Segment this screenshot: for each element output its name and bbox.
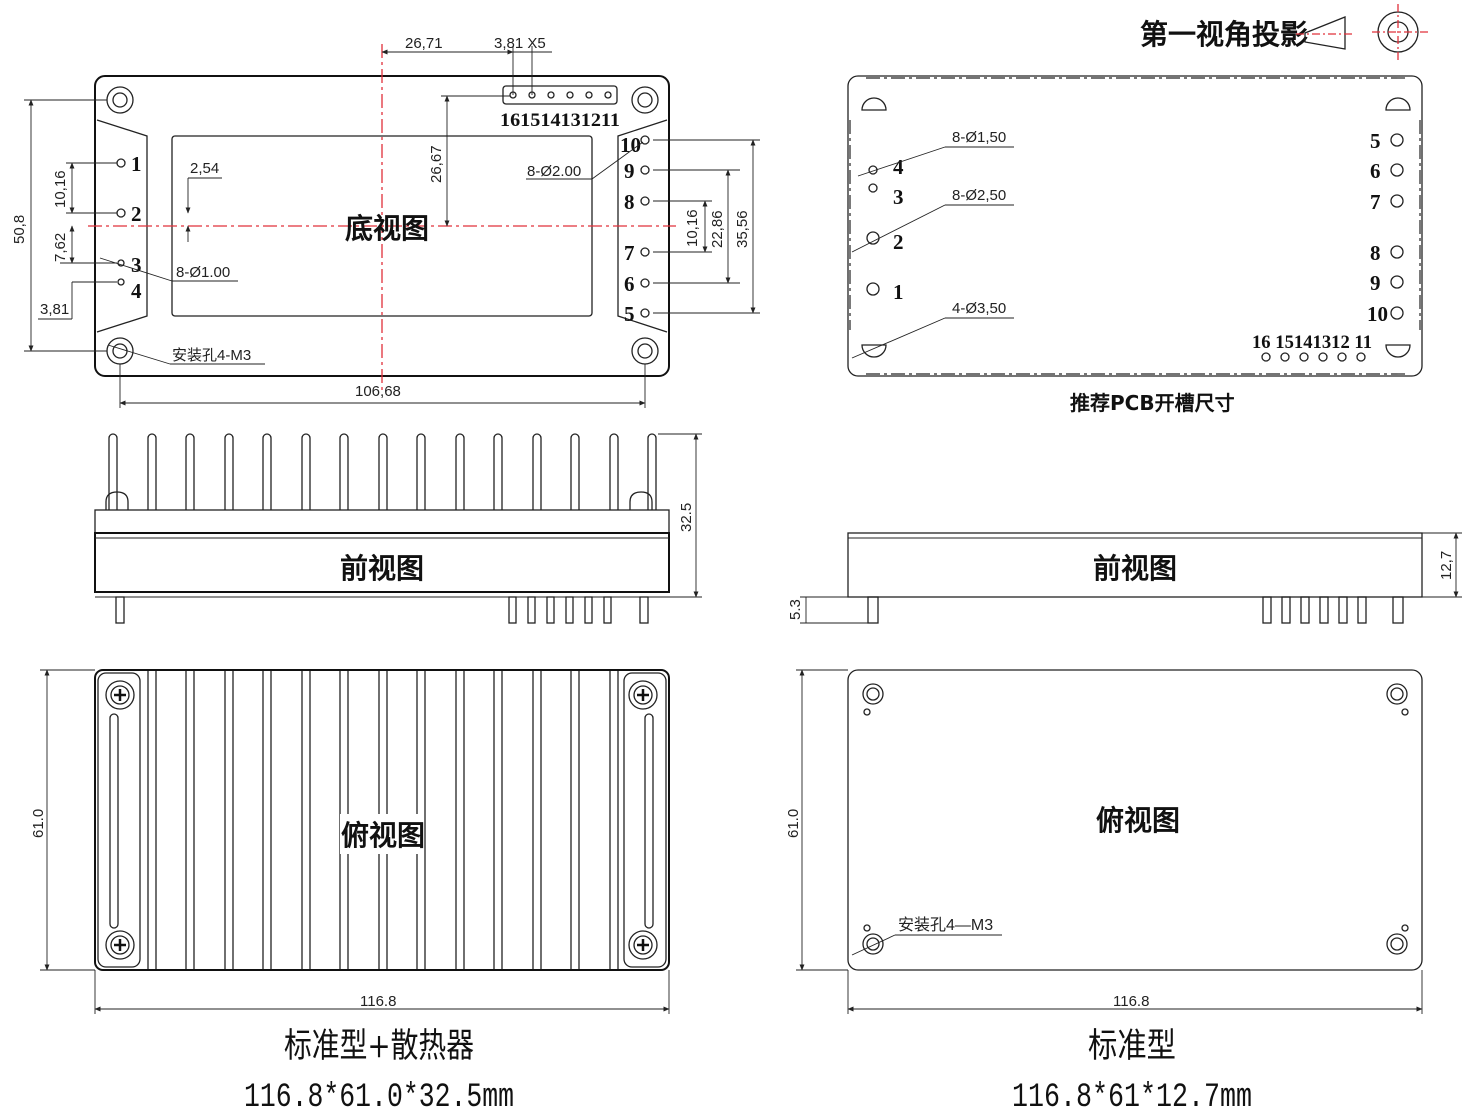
pcb-pin-8: 8 [1370,241,1381,265]
dim-2-54: 2,54 [190,160,219,177]
pin-label-8: 8 [624,190,635,214]
front-right-title: 前视图 [1093,552,1177,585]
top-left-title: 俯视图 [341,819,425,852]
pcb-hole-1-50: 8-Ø1,50 [952,129,1006,146]
pcb-pin-10: 10 [1367,302,1388,326]
pcb-pin-1: 1 [893,280,904,304]
top-view-right: 俯视图 安装孔4—M3 61.0 116.8 [785,669,1423,1014]
top-left-height: 61.0 [30,809,47,838]
dim-106-68: 106,68 [355,383,401,400]
dim-3-81x5: 3,81 X5 [494,35,546,52]
screw-icon [105,680,135,710]
dim-8-d2-00: 8-Ø2.00 [527,163,581,180]
dim-10-16-left: 10,16 [52,170,69,208]
front-right-height: 12,7 [1438,551,1455,580]
screw-icon [628,680,658,710]
top-right-mount-hole: 安装孔4—M3 [898,916,993,934]
captions: 标准型+散热器 116.8*61.0*32.5mm 标准型 116.8*61*1… [244,1026,1252,1113]
dim-7-62: 7,62 [52,233,69,262]
dim-50-8: 50,8 [11,215,28,244]
pin-label-4: 4 [131,279,142,303]
front-view-right: 前视图 12,7 5.3 [787,532,1462,624]
top-left-width: 116.8 [360,993,396,1010]
pcb-pin-bottom: 16 15141312 11 [1252,332,1372,353]
screw-icon [628,930,658,960]
projection-symbol: 第一视角投影 [1140,4,1428,60]
pin-label-2: 2 [131,202,142,226]
top-view-left: 俯视图 61.0 116.8 [30,669,670,1014]
top-right-title: 俯视图 [1096,804,1180,837]
caption-left-name: 标准型+散热器 [284,1026,474,1066]
pin-label-7: 7 [624,241,635,265]
front-right-pin-length: 5.3 [787,599,804,620]
pin-label-1: 1 [131,152,142,176]
front-left-title: 前视图 [340,552,424,585]
pin-label-top: 161514131211 [500,110,620,131]
bottom-view-title: 底视图 [345,212,429,245]
pcb-view-title: 推荐PCB开槽尺寸 [1070,391,1235,415]
front-view-left: 前视图 32.5 [94,433,702,624]
dim-26-67: 26,67 [428,145,445,183]
pin-label-3: 3 [131,253,142,277]
pin-label-6: 6 [624,272,635,296]
pcb-view: 4 3 2 1 5 6 7 8 9 10 16 15141312 11 8-Ø1… [847,75,1423,415]
pcb-pin-9: 9 [1370,271,1381,295]
dim-26-71: 26,71 [405,35,443,52]
pin-label-5: 5 [624,302,635,326]
pcb-hole-3-50: 4-Ø3,50 [952,300,1006,317]
dim-8-d1-00: 8-Ø1.00 [176,264,230,281]
pcb-hole-2-50: 8-Ø2,50 [952,187,1006,204]
pin-label-9: 9 [624,159,635,183]
pcb-pin-4: 4 [893,155,904,179]
pin-label-10: 10 [620,133,641,157]
caption-right-size: 116.8*61*12.7mm [1012,1079,1252,1113]
projection-label: 第一视角投影 [1140,18,1308,51]
front-left-height: 32.5 [678,503,695,532]
screw-icon [105,930,135,960]
dim-10-16-right: 10,16 [684,209,701,247]
dim-22-86: 22,86 [709,210,726,248]
pcb-pin-7: 7 [1370,190,1381,214]
heatsink-fins [108,433,657,510]
dim-mount-hole: 安装孔4-M3 [172,347,251,364]
caption-right-name: 标准型 [1088,1026,1176,1066]
top-right-width: 116.8 [1113,993,1149,1010]
pcb-pin-6: 6 [1370,159,1381,183]
pcb-pin-2: 2 [893,230,904,254]
caption-left-size: 116.8*61.0*32.5mm [244,1079,514,1113]
dim-35-56: 35,56 [734,210,751,248]
pcb-pin-3: 3 [893,185,904,209]
dim-3-81: 3,81 [40,301,69,318]
top-right-height: 61.0 [785,809,802,838]
heatsink-fin-lines [147,671,619,969]
pcb-pin-5: 5 [1370,129,1381,153]
bottom-view: 底视图 1 2 3 4 10 9 8 7 6 5 161514131211 26… [11,35,760,408]
